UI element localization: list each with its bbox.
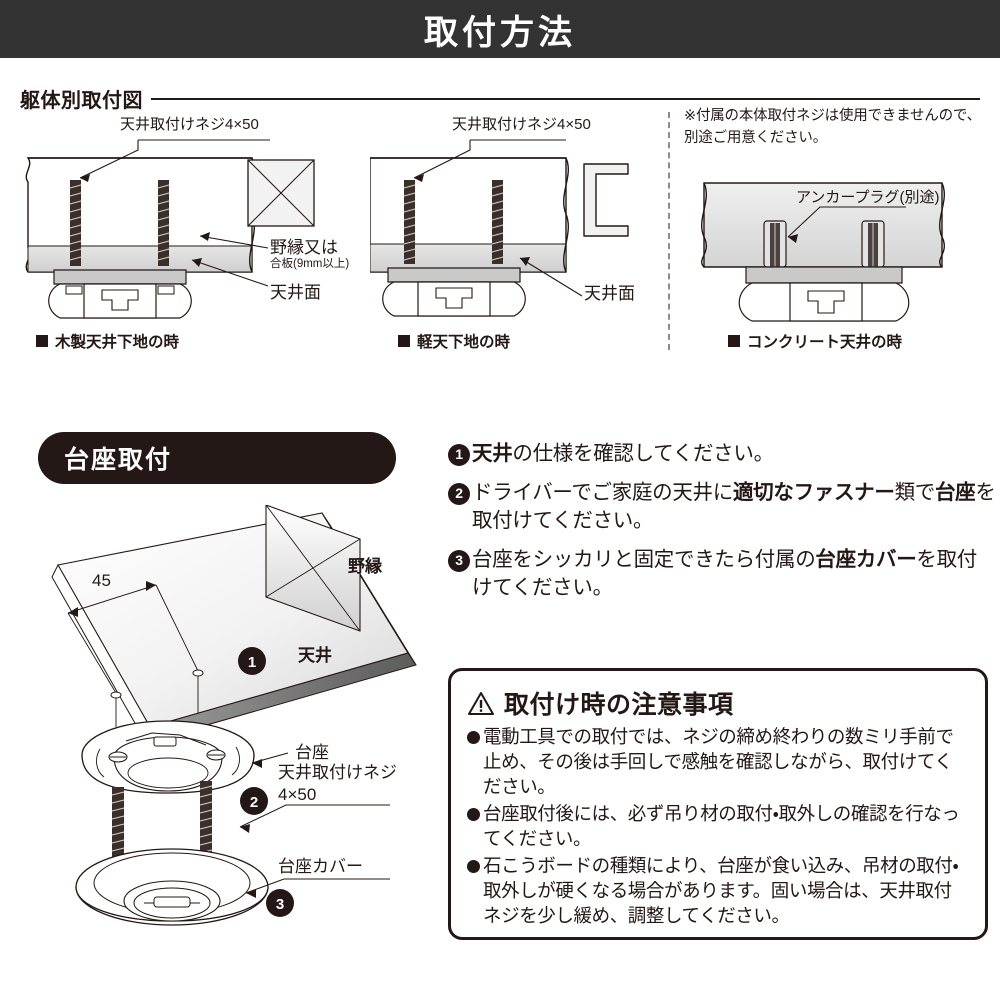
assembly-marker-3: 3 [266, 889, 294, 917]
section-pill-label: 台座取付 [64, 446, 173, 474]
diagram-panel-wood: 天井取付けネジ4×50 野縁又は 合板(9mm以上) 天井面 [20, 116, 350, 333]
label-ceiling-screw-size: 4×50 [278, 785, 317, 804]
section-pill-base-install: 台座取付 [38, 432, 396, 484]
label-anchor-plug: アンカープラグ(別途) [796, 189, 940, 206]
caption-lgs-ceiling-text: 軽天下地の時 [417, 334, 511, 351]
square-bullet-icon [398, 335, 410, 347]
bullet-dot-icon [467, 859, 480, 873]
step-item: 3 台座をシッカリと固定できたら付属の台座カバーを取付けてください。 [448, 546, 996, 602]
step-item: 1 天井の仕様を確認してください。 [448, 440, 996, 468]
diagram-concrete-svg [701, 182, 945, 322]
step-text-part: 台座 [934, 480, 976, 504]
warning-item-text: 台座取付後には、必ず吊り材の取付・取外しの確認を行なってください。 [483, 802, 960, 849]
bullet-dot-icon [467, 731, 480, 744]
diagram-assembly-svg: 1 2 3 [51, 505, 417, 926]
step-text-part: ファスナー [793, 480, 895, 504]
step-text: 天井の仕様を確認してください。 [472, 440, 996, 468]
step-text-part: ドライバーでご家庭の天井に [472, 480, 733, 504]
assembly-marker-2: 2 [240, 787, 268, 815]
label-ceiling-surface-lgs: 天井面 [584, 284, 635, 303]
diagram-panel-lgs: 天井取付けネジ4×50 天井面 [370, 116, 660, 333]
warning-item: 石こうボードの種類により、台座が食い込み、吊材の取付・取外しが硬くなる場合があり… [467, 854, 969, 929]
section-heading-label: 躯体別取付図 [20, 90, 143, 112]
step-number-badge: 2 [448, 482, 470, 505]
warning-triangle-icon [467, 691, 495, 716]
label-ceiling-screw-wood: 天井取付けネジ4×50 [120, 116, 259, 133]
step-text-part: を取付けてください。 [472, 547, 978, 599]
warning-heading: 取付け時の注意事項 [467, 685, 969, 721]
label-plywood-thickness: 合板(9mm以上) [270, 258, 350, 270]
step-text-part: の仕様を確認してください。 [512, 442, 774, 465]
label-ceiling: 天井 [298, 646, 332, 665]
svg-text:2: 2 [250, 794, 258, 811]
step-text: 台座をシッカリと固定できたら付属の台座カバーを取付けてください。 [472, 546, 996, 602]
diagram-panel-concrete: アンカープラグ(別途) [690, 165, 986, 335]
diagram-panel-assembly: 1 2 3 45 野縁 天井 台座 天井取付けネジ 4×50 台座カバー [30, 505, 430, 935]
svg-text:1: 1 [248, 654, 256, 671]
warning-title: 取付け時の注意事項 [504, 691, 734, 719]
assembly-marker-1: 1 [238, 647, 266, 675]
warning-item: 台座取付後には、必ず吊り材の取付・取外しの確認を行なってください。 [467, 802, 969, 852]
caption-wood-ceiling: 木製天井下地の時 [36, 330, 179, 352]
label-ceiling-surface-wood: 天井面 [270, 283, 321, 302]
warning-item-text: 電動工具での取付では、ネジの締め終わりの数ミリ手前で止め、その後は手回しで感触を… [483, 726, 954, 797]
step-text-part: を取付けてください。 [472, 480, 996, 532]
warning-item-text: 石こうボードの種類により、台座が食い込み、吊材の取付・取外しが硬くなる場合があり… [483, 854, 959, 926]
diagram-wood-svg [25, 139, 315, 319]
section-heading-rule [151, 97, 980, 100]
page-header: 取付方法 [0, 0, 1000, 58]
warning-box: 取付け時の注意事項 電動工具での取付では、ネジの締め終わりの数ミリ手前で止め、そ… [448, 668, 988, 940]
step-text-part: 天井 [472, 442, 513, 465]
step-item: 2 ドライバーでご家庭の天井に適切なファスナー類で台座を取付けてください。 [448, 479, 996, 535]
step-number-badge: 3 [448, 549, 470, 572]
label-ceiling-screw-assembly: 天井取付けネジ [278, 763, 397, 782]
square-bullet-icon [728, 335, 740, 347]
label-dimension-45: 45 [92, 571, 111, 590]
page-title: 取付方法 [424, 13, 576, 52]
caption-concrete-ceiling-text: コンクリート天井の時 [747, 334, 903, 351]
step-text: ドライバーでご家庭の天井に適切なファスナー類で台座を取付けてください。 [472, 479, 996, 535]
caption-lgs-ceiling: 軽天下地の時 [398, 330, 510, 352]
step-text-part: 台座をシッカリと固定できたら付属の [472, 547, 816, 571]
label-joist-or-plywood: 野縁又は [270, 238, 338, 257]
panel-divider [668, 112, 670, 350]
steps-list: 1 天井の仕様を確認してください。 2 ドライバーでご家庭の天井に適切なファスナ… [448, 440, 996, 612]
step-text-part: 適切な [732, 480, 794, 504]
warning-item: 電動工具での取付では、ネジの締め終わりの数ミリ手前で止め、その後は手回しで感触を… [467, 725, 969, 800]
step-text-part: 台座カバー [815, 547, 917, 571]
step-text-part: 類で [894, 480, 936, 504]
concrete-note: ※付属の本体取付ネジは使用できませんので、別途ご用意ください。 [684, 108, 981, 146]
diagram-lgs-svg [370, 139, 629, 317]
square-bullet-icon [36, 335, 48, 347]
caption-wood-ceiling-text: 木製天井下地の時 [55, 334, 180, 351]
label-ceiling-screw-lgs: 天井取付けネジ4×50 [452, 116, 591, 133]
label-base-cover: 台座カバー [278, 857, 363, 876]
svg-text:3: 3 [276, 896, 284, 913]
label-base: 台座 [295, 743, 329, 762]
label-joist: 野縁 [348, 557, 382, 576]
caption-concrete-ceiling: コンクリート天井の時 [728, 330, 902, 352]
section-heading-structures: 躯体別取付図 [20, 84, 980, 113]
bullet-dot-icon [467, 807, 480, 821]
step-number-badge: 1 [448, 444, 470, 466]
